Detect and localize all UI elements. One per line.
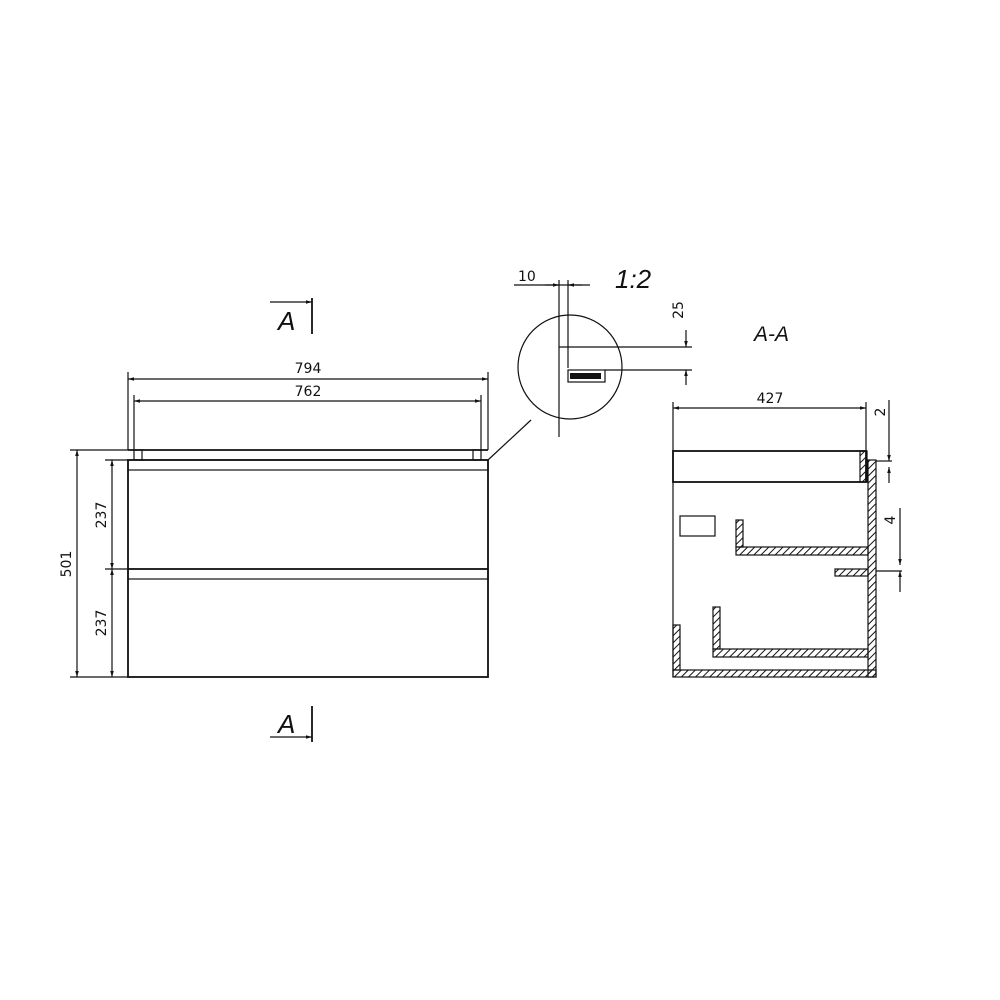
detail-view: 10 1:2 25 — [487, 264, 692, 461]
countertop-post-right — [472, 449, 482, 461]
dim-237-bottom-label: 237 — [94, 610, 110, 637]
countertop-post-left — [133, 449, 143, 461]
dim-4-label: 4 — [883, 515, 899, 524]
dim-10-label: 10 — [518, 269, 536, 285]
drawer-bottom-rail — [127, 568, 489, 580]
drawer-shelf-upper — [735, 546, 869, 556]
section-view: A-A 427 2 4 — [672, 323, 902, 678]
svg-text:A: A — [276, 709, 295, 739]
svg-text:A: A — [276, 306, 295, 336]
dim-2-label: 2 — [873, 408, 889, 417]
detail-leader — [487, 419, 532, 461]
drawer-top-rail — [127, 459, 489, 471]
drawer-shelf-lower — [712, 648, 869, 658]
countertop-section — [672, 450, 867, 483]
dim-762-label: 762 — [295, 384, 322, 400]
dim-501-label: 501 — [59, 551, 75, 578]
section-mark-top: A — [270, 298, 313, 336]
section-mark-bottom: A — [270, 706, 313, 742]
dim-237-top-label: 237 — [94, 502, 110, 529]
section-title: A-A — [752, 323, 789, 346]
dim-427-label: 427 — [757, 391, 784, 407]
dim-794-label: 794 — [295, 361, 322, 377]
detail-scale-label: 1:2 — [615, 264, 652, 294]
dim-25-label: 25 — [671, 301, 687, 319]
back-wall — [867, 459, 877, 678]
bottom-panel — [672, 669, 877, 678]
front-view: 794 762 501 237 237 A A — [59, 298, 489, 742]
detail-circle — [517, 314, 623, 420]
handle-profile — [679, 515, 716, 537]
